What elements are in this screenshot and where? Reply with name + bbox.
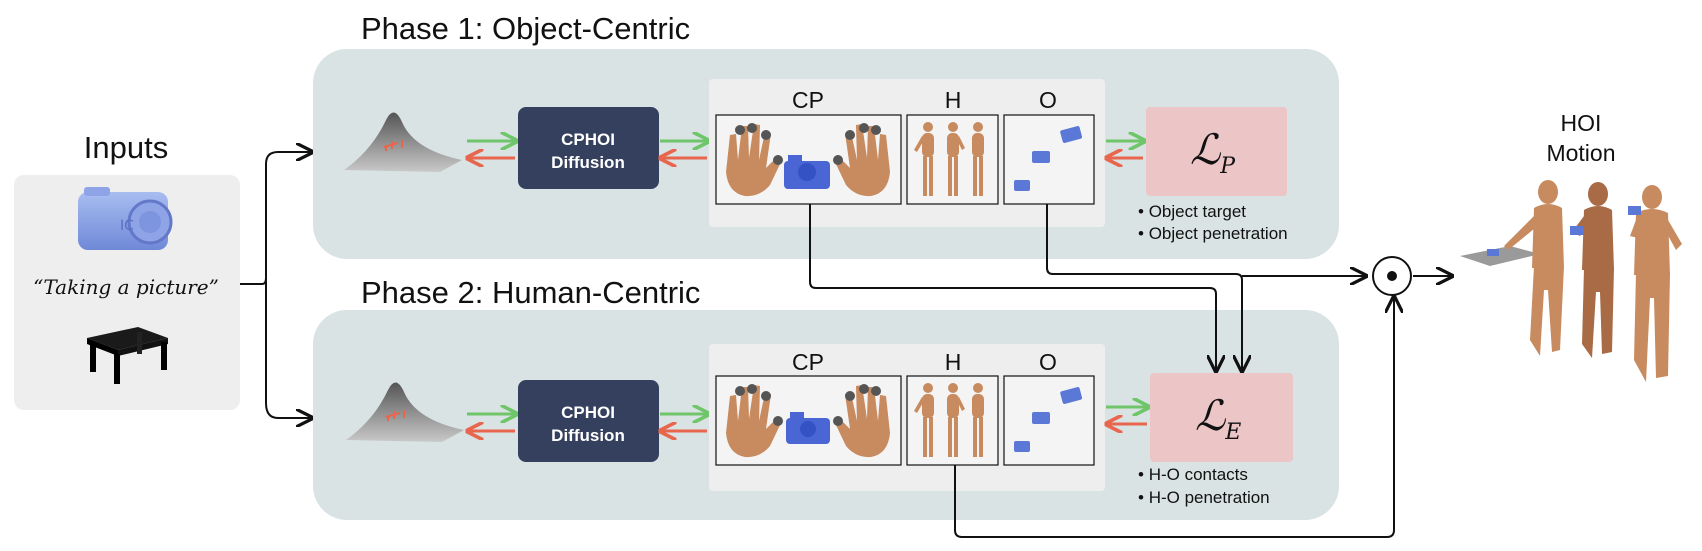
inputs-section: Inputs IC “Taking a picture” xyxy=(14,130,240,410)
phase2-human-frames xyxy=(914,383,984,457)
phase2-hands-camera xyxy=(726,384,890,458)
table-image xyxy=(87,327,168,384)
phase2-col-o: O xyxy=(1039,349,1057,375)
phase1-title: Phase 1: Object-Centric xyxy=(361,11,690,46)
phase1-col-cp: CP xyxy=(792,87,824,113)
phase1-bullet-2: • Object penetration xyxy=(1138,224,1288,243)
phase1-block-line2: Diffusion xyxy=(551,153,625,172)
output-section: HOI Motion xyxy=(1460,110,1682,382)
phase2-col-h: H xyxy=(945,349,962,375)
text-prompt: “Taking a picture” xyxy=(33,275,219,299)
phase2-bullet-2: • H-O penetration xyxy=(1138,488,1270,507)
phase2-block-line2: Diffusion xyxy=(551,426,625,445)
phase2-loss-box xyxy=(1150,373,1293,462)
phase2-loss-symbol: ℒE xyxy=(1195,391,1241,445)
phase2-cphoi-diffusion-block xyxy=(518,380,659,462)
phase1-bullet-1: • Object target xyxy=(1138,202,1246,221)
phase2-title: Phase 2: Human-Centric xyxy=(361,275,700,310)
phase1-loss-symbol: ℒP xyxy=(1190,125,1236,179)
phase1-object-frames xyxy=(1014,126,1083,191)
phase2-bullet-1: • H-O contacts xyxy=(1138,465,1248,484)
phase1-cphoi-diffusion-block xyxy=(518,107,659,189)
phase2-col-cp: CP xyxy=(792,349,824,375)
phase2-object-frames xyxy=(1014,387,1083,452)
phase1-hands-camera xyxy=(726,123,890,197)
inputs-title: Inputs xyxy=(84,130,168,165)
phase1-section: Phase 1: Object-Centric CPHOI Diffusion … xyxy=(313,11,1339,259)
connection-lines xyxy=(809,204,1452,538)
phase1-human-frames xyxy=(914,122,984,196)
phase1-col-o: O xyxy=(1039,87,1057,113)
phase2-noise-landscape xyxy=(346,382,464,442)
phase1-block-line1: CPHOI xyxy=(561,130,615,149)
output-title-line1: HOI xyxy=(1561,110,1602,136)
phase1-loss-box xyxy=(1146,107,1287,196)
inputs-panel xyxy=(14,175,240,410)
svg-text:IC: IC xyxy=(120,218,134,234)
phase2-block-line1: CPHOI xyxy=(561,403,615,422)
phase1-col-h: H xyxy=(945,87,962,113)
output-title-line2: Motion xyxy=(1546,140,1615,166)
phase2-section: Phase 2: Human-Centric CPHOI Diffusion C… xyxy=(313,275,1339,520)
hoi-motion-figures xyxy=(1460,180,1682,382)
camera-image: IC xyxy=(78,187,173,250)
phase1-noise-landscape xyxy=(344,112,462,172)
elementwise-operator xyxy=(1372,256,1412,296)
input-split-arrows xyxy=(240,152,312,418)
